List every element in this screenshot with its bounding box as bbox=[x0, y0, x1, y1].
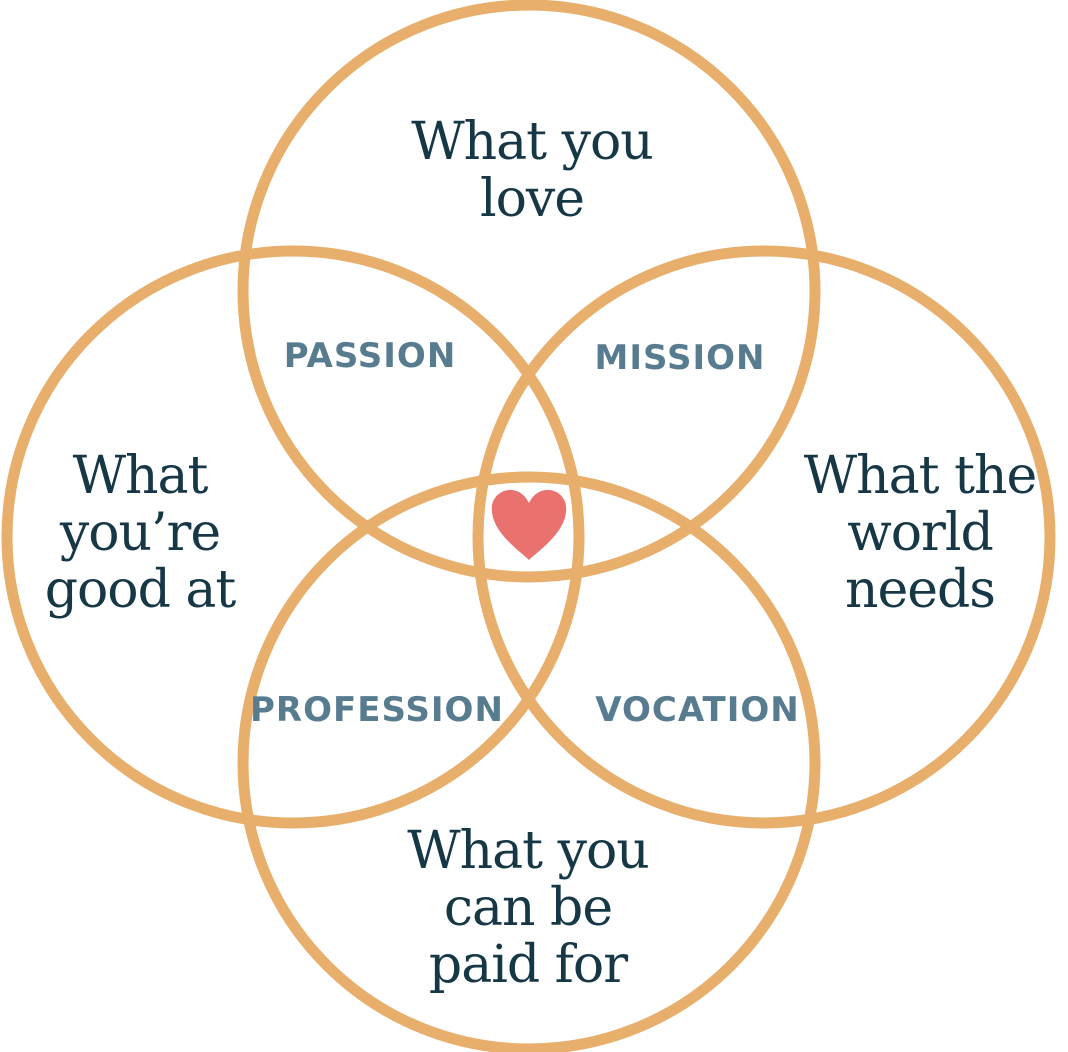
circle-world-needs bbox=[472, 245, 1056, 829]
label-line: world bbox=[847, 503, 994, 563]
label-line: What bbox=[72, 446, 209, 506]
label-line: you’re bbox=[59, 503, 221, 563]
label-line: What you bbox=[407, 821, 650, 881]
label-line: love bbox=[479, 169, 585, 229]
overlap-mission: MISSION bbox=[594, 338, 766, 378]
label-what-the-world-needs: What the world needs bbox=[800, 448, 1040, 619]
label-line: needs bbox=[844, 560, 996, 620]
label-line: paid for bbox=[428, 935, 628, 995]
label-what-you-love: What you love bbox=[382, 114, 682, 228]
label-what-youre-good-at: What you’re good at bbox=[30, 448, 250, 619]
overlap-vocation: VOCATION bbox=[595, 690, 800, 730]
label-line: good at bbox=[44, 560, 237, 620]
heart-icon bbox=[491, 489, 567, 560]
label-line: can be bbox=[443, 878, 613, 938]
overlap-profession: PROFESSION bbox=[250, 690, 504, 730]
circle-love bbox=[237, 0, 821, 583]
label-what-you-can-be-paid-for: What you can be paid for bbox=[378, 823, 678, 994]
label-line: What the bbox=[803, 446, 1038, 506]
circle-good-at bbox=[1, 245, 585, 829]
overlap-passion: PASSION bbox=[283, 336, 457, 376]
label-line: What you bbox=[411, 112, 654, 172]
circle-paid-for bbox=[237, 471, 821, 1052]
